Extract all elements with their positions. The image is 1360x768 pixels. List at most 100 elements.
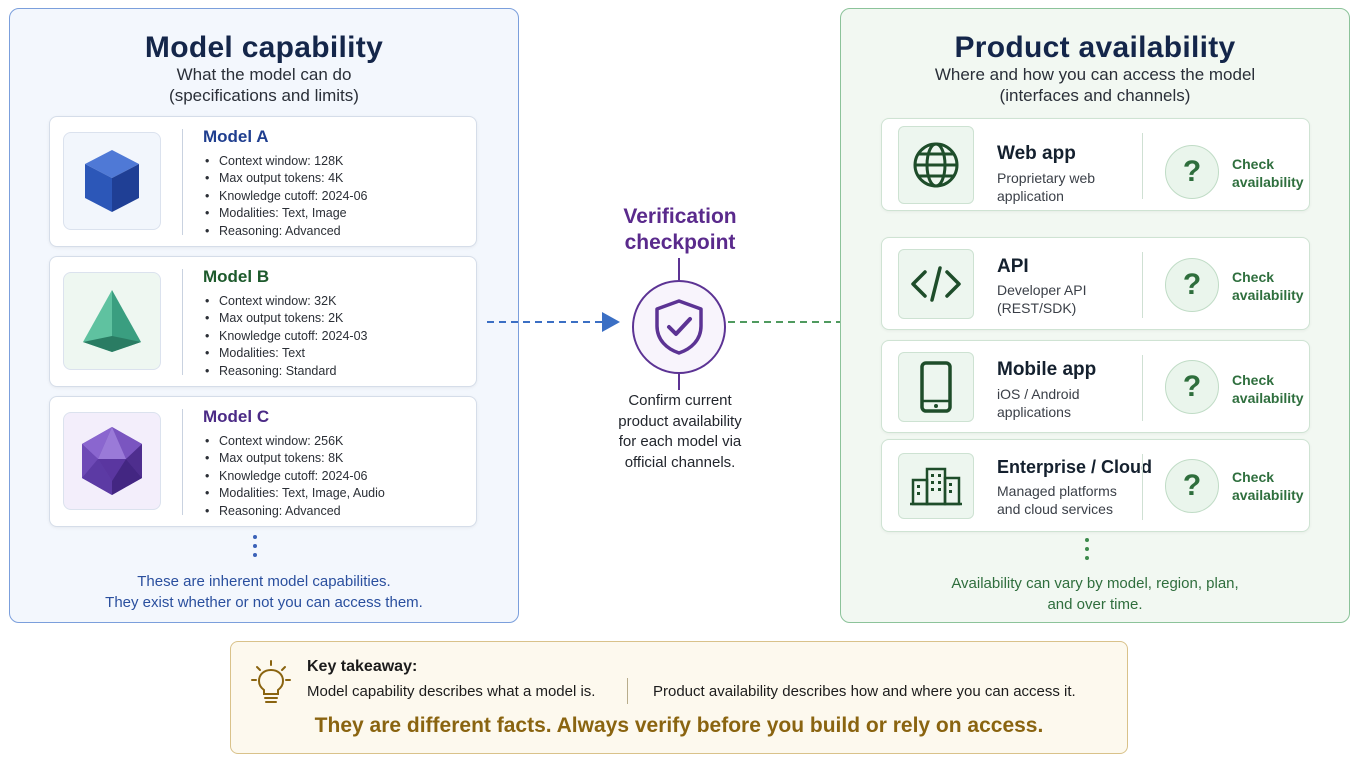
checkpoint-stem xyxy=(678,258,680,280)
building-icon xyxy=(898,453,974,519)
arrow-head-icon xyxy=(602,312,620,332)
model-name: Model C xyxy=(203,407,270,426)
spec-item: Reasoning: Standard xyxy=(205,363,368,381)
note-line: and over time. xyxy=(1047,596,1143,613)
desc-line: iOS / Android xyxy=(997,386,1080,402)
card-divider xyxy=(1142,133,1143,199)
subtitle-line: What the model can do xyxy=(176,65,352,84)
spec-item: Knowledge cutoff: 2024-06 xyxy=(205,468,385,486)
note-line: They exist whether or not you can access… xyxy=(105,594,423,611)
model-name: Model A xyxy=(203,127,269,146)
product-name: Mobile app xyxy=(997,359,1097,380)
checkpoint-title: Verification checkpoint xyxy=(575,204,785,256)
spec-list: Context window: 32K Max output tokens: 2… xyxy=(205,293,368,380)
checkpoint-text-line: official channels. xyxy=(624,453,736,471)
availability-note: Availability can vary by model, region, … xyxy=(841,573,1349,615)
spec-item: Modalities: Text xyxy=(205,345,368,363)
cube-icon xyxy=(63,132,161,230)
check-availability-label: Check availability xyxy=(1232,268,1312,304)
checkpoint-title-line: Verification xyxy=(623,205,737,228)
availability-term: Product availability xyxy=(653,683,779,700)
status-line: availability xyxy=(1232,174,1304,190)
product-name: Enterprise / Cloud xyxy=(997,457,1153,477)
subtitle-line: (interfaces and channels) xyxy=(999,86,1191,105)
code-icon xyxy=(898,249,974,319)
panel-subtitle: Where and how you can access the model (… xyxy=(841,64,1349,106)
status-line: availability xyxy=(1232,487,1304,503)
globe-icon xyxy=(898,126,974,204)
status-line: availability xyxy=(1232,390,1304,406)
product-card-mobile-app: Mobile app iOS / Android applications ? … xyxy=(881,340,1310,433)
more-channels-ellipsis-icon xyxy=(1085,538,1089,560)
product-card-enterprise-cloud: Enterprise / Cloud Managed platforms and… xyxy=(881,439,1310,532)
model-name: Model B xyxy=(203,267,270,286)
checkpoint-text-line: Confirm current xyxy=(628,392,732,409)
check-availability-label: Check availability xyxy=(1232,155,1312,191)
card-divider xyxy=(182,129,183,235)
status-line: Check xyxy=(1232,372,1275,388)
more-models-ellipsis-icon xyxy=(253,535,257,557)
smartphone-icon xyxy=(898,352,974,422)
product-name: Web app xyxy=(997,143,1076,164)
product-name: API xyxy=(997,256,1029,277)
pyramid-icon xyxy=(63,272,161,370)
desc-line: Developer API xyxy=(997,282,1087,298)
panel-title: Model capability xyxy=(144,31,384,64)
card-divider xyxy=(1142,355,1143,421)
question-mark-icon: ? xyxy=(1165,145,1219,199)
model-capability-panel: Model capability What the model can do (… xyxy=(9,8,519,623)
question-mark-icon: ? xyxy=(1165,258,1219,312)
desc-line: (REST/SDK) xyxy=(997,300,1077,316)
product-card-web-app: Web app Proprietary web application ? Ch… xyxy=(881,118,1310,211)
checkpoint-description: Confirm current product availability for… xyxy=(590,391,770,473)
shield-check-icon xyxy=(632,280,726,374)
spec-item: Context window: 256K xyxy=(205,433,385,451)
model-card-b: Model B Context window: 32K Max output t… xyxy=(49,256,477,387)
product-availability-panel: Product availability Where and how you c… xyxy=(840,8,1350,623)
product-description: Managed platforms and cloud services xyxy=(997,482,1147,518)
note-line: These are inherent model capabilities. xyxy=(137,573,391,590)
check-availability-label: Check availability xyxy=(1232,371,1312,407)
capability-term: Model capability xyxy=(307,683,415,700)
takeaway-capability-line: Model capability describes what a model … xyxy=(307,683,595,700)
takeaway-availability-line: Product availability describes how and w… xyxy=(653,683,1076,700)
spec-item: Max output tokens: 2K xyxy=(205,310,368,328)
spec-item: Modalities: Text, Image, Audio xyxy=(205,485,385,503)
card-divider xyxy=(182,269,183,375)
spec-item: Context window: 128K xyxy=(205,153,368,171)
capability-note: These are inherent model capabilities. T… xyxy=(10,571,518,613)
spec-item: Max output tokens: 8K xyxy=(205,450,385,468)
subtitle-line: Where and how you can access the model xyxy=(934,65,1256,84)
spec-list: Context window: 128K Max output tokens: … xyxy=(205,153,368,240)
desc-line: application xyxy=(997,188,1064,204)
card-divider xyxy=(1142,454,1143,520)
question-mark-icon: ? xyxy=(1165,360,1219,414)
checkpoint-text-line: product availability xyxy=(618,412,742,430)
desc-line: Managed platforms xyxy=(997,483,1117,499)
checkpoint-title-line: checkpoint xyxy=(624,231,736,254)
spec-item: Knowledge cutoff: 2024-06 xyxy=(205,188,368,206)
card-divider xyxy=(182,409,183,515)
desc-line: and cloud services xyxy=(997,501,1113,517)
model-card-a: Model A Context window: 128K Max output … xyxy=(49,116,477,247)
question-mark-icon: ? xyxy=(1165,459,1219,513)
spec-item: Reasoning: Advanced xyxy=(205,223,368,241)
model-card-c: Model C Context window: 256K Max output … xyxy=(49,396,477,527)
status-line: availability xyxy=(1232,287,1304,303)
spec-list: Context window: 256K Max output tokens: … xyxy=(205,433,385,520)
takeaway-verdict: They are different facts. Always verify … xyxy=(314,714,1044,737)
desc-line: Proprietary web xyxy=(997,170,1096,186)
panel-title: Product availability xyxy=(954,31,1236,64)
checkpoint-stem xyxy=(678,374,680,390)
availability-rest: describes how and where you can access i… xyxy=(778,683,1076,700)
product-card-api: API Developer API (REST/SDK) ? Check ava… xyxy=(881,237,1310,330)
card-divider xyxy=(1142,252,1143,318)
spec-item: Modalities: Text, Image xyxy=(205,205,368,223)
product-description: Developer API (REST/SDK) xyxy=(997,281,1147,317)
capability-rest: describes what a model is. xyxy=(414,683,596,700)
panel-subtitle: What the model can do (specifications an… xyxy=(10,64,518,106)
status-line: Check xyxy=(1232,269,1275,285)
takeaway-divider xyxy=(627,678,628,704)
spec-item: Reasoning: Advanced xyxy=(205,503,385,521)
desc-line: applications xyxy=(997,404,1071,420)
